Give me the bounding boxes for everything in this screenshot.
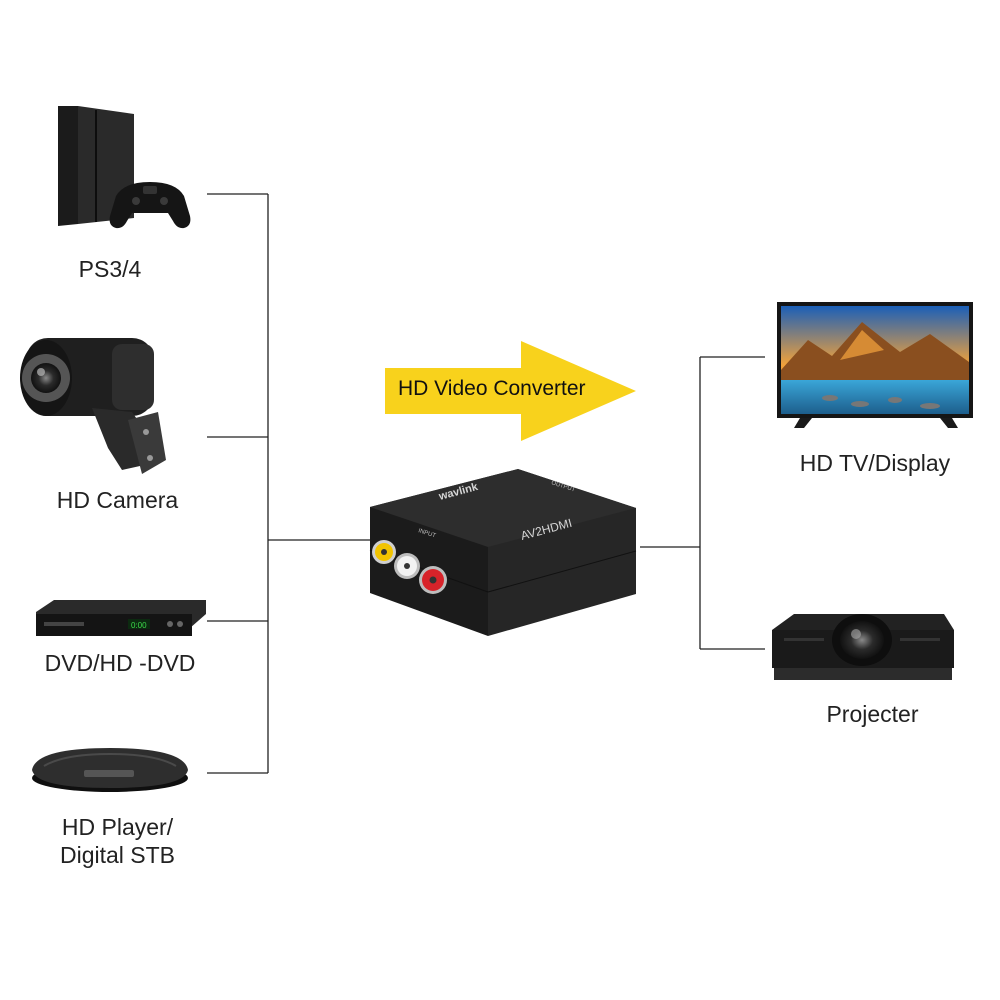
converter-arrow [385, 341, 636, 441]
source-connectors [207, 193, 370, 774]
source-label-dvd: DVD/HD -DVD [44, 650, 196, 676]
rca-yellow-jack [372, 540, 396, 564]
converter-title: HD Video Converter [398, 377, 586, 400]
output-connectors [640, 356, 765, 650]
output-label-tv: HD TV/Display [799, 450, 951, 476]
dvd-player-icon: 0:00 [36, 600, 206, 636]
source-label-camera: HD Camera [56, 487, 179, 513]
game-console-icon [58, 106, 191, 229]
converter-input-label: INPUT [417, 528, 436, 539]
source-label-ps: PS3/4 [78, 256, 142, 282]
set-top-box-icon [32, 748, 188, 792]
projector-icon [772, 614, 954, 680]
tv-icon [777, 302, 973, 428]
rca-red-jack [419, 566, 447, 594]
security-camera-icon [20, 338, 166, 474]
converter-device: wavlink AV2HDMI INPUT OUTPUT [369, 469, 637, 636]
source-label-stb: HD Player/ Digital STB [59, 814, 176, 868]
output-label-projector: Projecter [826, 701, 919, 727]
svg-text:0:00: 0:00 [131, 621, 147, 630]
rca-white-jack [394, 553, 420, 579]
